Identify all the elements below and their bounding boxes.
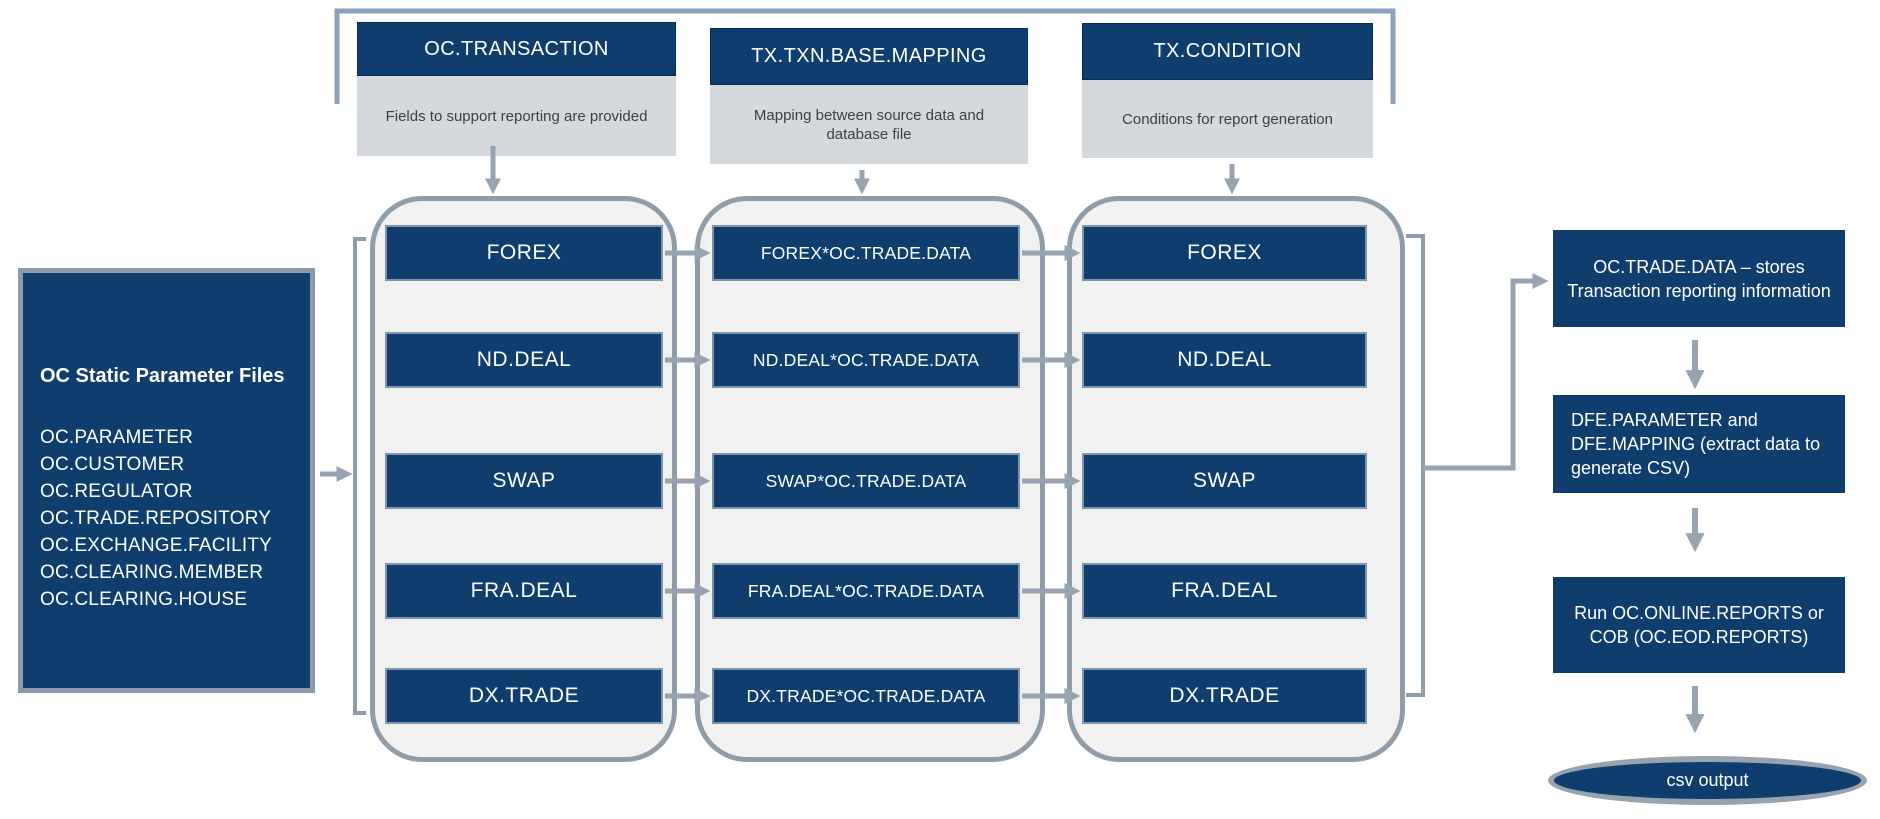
static-parameter-list: OC.PARAMETER OC.CUSTOMER OC.REGULATOR OC… — [40, 424, 310, 613]
map-box-forex: FOREX*OC.TRADE.DATA — [712, 225, 1020, 281]
description-oc-transaction: Fields to support reporting are provided — [357, 76, 676, 156]
map-box-fra-deal: FRA.DEAL*OC.TRADE.DATA — [712, 563, 1020, 619]
map-box-dx-trade: DX.TRADE*OC.TRADE.DATA — [712, 668, 1020, 724]
list-item: OC.CLEARING.MEMBER — [40, 562, 264, 583]
txn-box-forex: FOREX — [385, 225, 663, 281]
connector-to-oc-trade-data — [1423, 272, 1549, 471]
list-item: OC.TRADE.REPOSITORY — [40, 508, 272, 529]
right-bracket — [1406, 234, 1425, 697]
txn-box-swap: SWAP — [385, 453, 663, 509]
run-reports-box: Run OC.ONLINE.REPORTS or COB (OC.EOD.REP… — [1553, 577, 1845, 673]
static-parameter-panel: OC Static Parameter Files OC.PARAMETER O… — [18, 268, 315, 693]
txn-box-nd-deal: ND.DEAL — [385, 332, 663, 388]
dfe-parameter-box: DFE.PARAMETER and DFE.MAPPING (extract d… — [1553, 395, 1845, 493]
header-tx-condition: TX.CONDITION — [1082, 23, 1373, 80]
header-tx-txn-base-mapping: TX.TXN.BASE.MAPPING — [710, 28, 1028, 85]
csv-output-terminal: csv output — [1548, 756, 1867, 805]
header-oc-transaction: OC.TRANSACTION — [357, 22, 676, 76]
list-item: OC.CUSTOMER — [40, 454, 185, 475]
cond-box-nd-deal: ND.DEAL — [1082, 332, 1367, 388]
description-tx-txn-base-mapping: Mapping between source data and database… — [710, 85, 1028, 164]
list-item: OC.REGULATOR — [40, 481, 193, 502]
cond-box-swap: SWAP — [1082, 453, 1367, 509]
oc-trade-data-box: OC.TRADE.DATA – stores Transaction repor… — [1553, 230, 1845, 327]
static-parameter-title: OC Static Parameter Files — [40, 365, 285, 387]
txn-box-fra-deal: FRA.DEAL — [385, 563, 663, 619]
left-bracket — [353, 237, 366, 715]
cond-box-forex: FOREX — [1082, 225, 1367, 281]
list-item: OC.EXCHANGE.FACILITY — [40, 535, 273, 556]
map-box-nd-deal: ND.DEAL*OC.TRADE.DATA — [712, 332, 1020, 388]
cond-box-fra-deal: FRA.DEAL — [1082, 563, 1367, 619]
txn-box-dx-trade: DX.TRADE — [385, 668, 663, 724]
list-item: OC.CLEARING.HOUSE — [40, 589, 248, 610]
list-item: OC.PARAMETER — [40, 427, 194, 448]
description-tx-condition: Conditions for report generation — [1082, 80, 1373, 158]
cond-box-dx-trade: DX.TRADE — [1082, 668, 1367, 724]
map-box-swap: SWAP*OC.TRADE.DATA — [712, 453, 1020, 509]
